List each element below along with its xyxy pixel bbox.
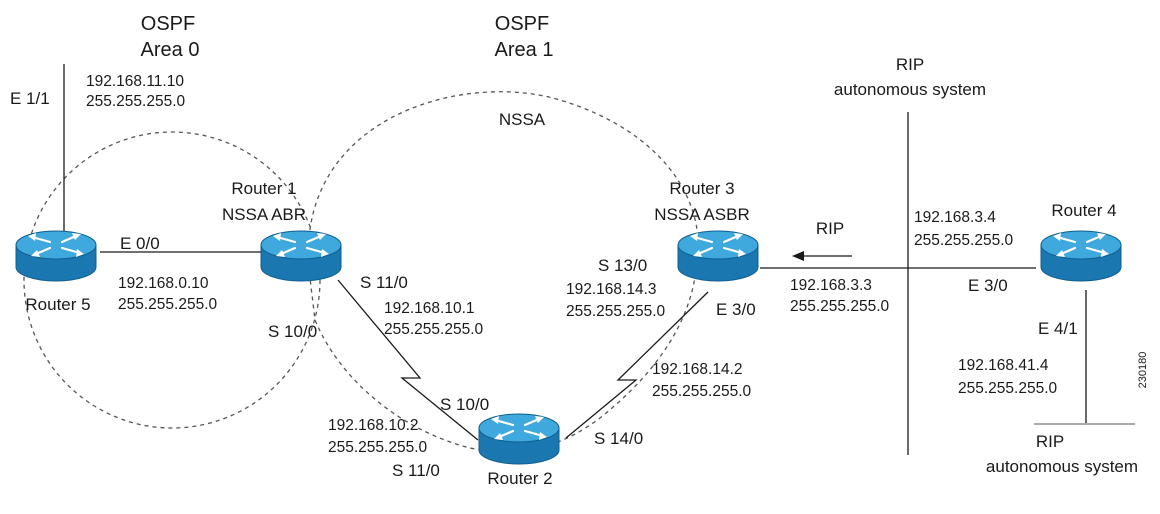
- rip-as-bottom-line2: autonomous system: [986, 457, 1138, 476]
- router4-name: Router 4: [1051, 201, 1116, 220]
- router5-icon[interactable]: [14, 229, 98, 283]
- rip-as-bottom-line1: RIP: [1036, 432, 1064, 451]
- r1-e00-ip: 192.168.0.10: [118, 275, 209, 292]
- r1-e00-name: E 0/0: [120, 234, 160, 253]
- r5-e11-ip: 192.168.11.10: [86, 73, 184, 90]
- router3-role: NSSA ASBR: [654, 205, 749, 224]
- r1-s110-mask: 255.255.255.0: [384, 321, 484, 338]
- link-r2-r3-serial: [565, 291, 709, 439]
- r4-e41-ip: 192.168.41.4: [958, 357, 1049, 374]
- router2-icon[interactable]: [477, 412, 561, 466]
- router1-name: Router 1: [231, 179, 296, 198]
- r4-e30-name: E 3/0: [968, 276, 1008, 295]
- router1-role: NSSA ABR: [222, 205, 306, 224]
- r1-s100-name: S 10/0: [268, 322, 317, 341]
- r2-s110-ip: 192.168.10.2: [328, 417, 419, 434]
- r3-s130-name: S 13/0: [598, 256, 647, 275]
- link-r1-r2-serial: [337, 279, 479, 441]
- r2-s110-mask: 255.255.255.0: [328, 439, 428, 456]
- r1-s110-name: S 11/0: [360, 273, 408, 292]
- ospf-area0-title-line2: Area 0: [141, 39, 200, 61]
- r2-s100-name: S 10/0: [440, 395, 489, 414]
- r3-s130-mask: 255.255.255.0: [566, 303, 666, 320]
- r1-s110-ip: 192.168.10.1: [384, 300, 475, 317]
- ospf-area0-boundary: [23, 131, 321, 429]
- nssa-label: NSSA: [499, 110, 546, 129]
- r3-e30-name: E 3/0: [716, 300, 756, 319]
- router3-name: Router 3: [669, 179, 734, 198]
- r4-top-mask: 255.255.255.0: [914, 232, 1014, 249]
- figure-id: 230180: [1137, 352, 1149, 389]
- r4-e41-name: E 4/1: [1038, 319, 1078, 338]
- r3-s130-ip: 192.168.14.3: [566, 281, 657, 298]
- ospf-area0-title-line1: OSPF: [141, 13, 195, 35]
- r5-e11-name: E 1/1: [10, 89, 50, 108]
- r3-e30-ip: 192.168.3.3: [790, 277, 872, 294]
- rip-arrow-label: RIP: [816, 219, 844, 238]
- r3-e30-mask: 255.255.255.0: [790, 298, 890, 315]
- router3-icon[interactable]: [676, 229, 760, 283]
- router4-icon[interactable]: [1039, 229, 1123, 283]
- ospf-area1-title-line1: OSPF: [495, 13, 549, 35]
- r1-e00-mask: 255.255.255.0: [118, 296, 218, 313]
- router2-name: Router 2: [487, 469, 552, 488]
- r3-r2-link-ip: 192.168.14.2: [652, 361, 743, 378]
- r3-r2-link-mask: 255.255.255.0: [652, 383, 752, 400]
- r5-e11-mask: 255.255.255.0: [86, 93, 186, 110]
- r4-e41-mask: 255.255.255.0: [958, 380, 1058, 397]
- router5-name: Router 5: [25, 295, 90, 314]
- router1-icon[interactable]: [259, 229, 343, 283]
- rip-as-top-line1: RIP: [896, 55, 924, 74]
- rip-as-top-line2: autonomous system: [834, 80, 986, 99]
- rip-arrow-head: [792, 251, 804, 261]
- ospf-area1-boundary: [307, 91, 699, 453]
- ospf-area1-title-line2: Area 1: [495, 39, 554, 61]
- r4-top-ip: 192.168.3.4: [914, 209, 996, 226]
- r2-s110-name: S 11/0: [392, 461, 440, 480]
- r2-s140-name: S 14/0: [594, 429, 643, 448]
